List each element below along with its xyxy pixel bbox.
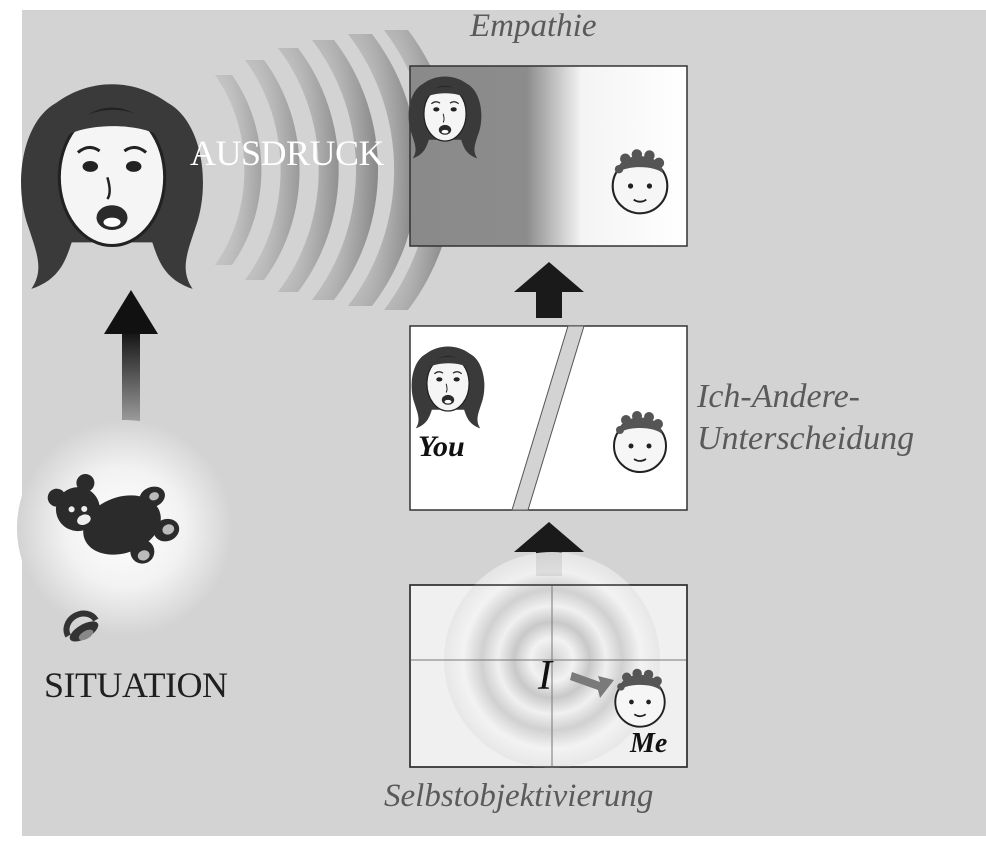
i-label: I [538,653,552,699]
baby-face-icon [614,667,666,728]
pacifier-icon [63,610,99,642]
teddy-bear-icon [47,473,180,564]
baby-face-icon [611,148,669,215]
empathie-panel [407,65,688,247]
empathie-label: Empathie [470,8,597,44]
baby-face-icon [613,410,667,473]
self-objectification-label: Selbstobjektivierung [384,778,654,814]
situation-label: SITUATION [44,665,228,705]
self-other-label-line1: Ich-Andere- [697,378,860,415]
self-other-label-line2: Unterscheidung [697,420,915,457]
up-arrow-1 [514,262,584,318]
expression-label: AUSDRUCK [190,133,385,173]
you-label: You [418,430,465,463]
self-arrow [570,672,614,698]
self-objectification-panel [409,552,688,768]
self-other-panel [409,325,688,511]
me-label: Me [630,728,668,759]
